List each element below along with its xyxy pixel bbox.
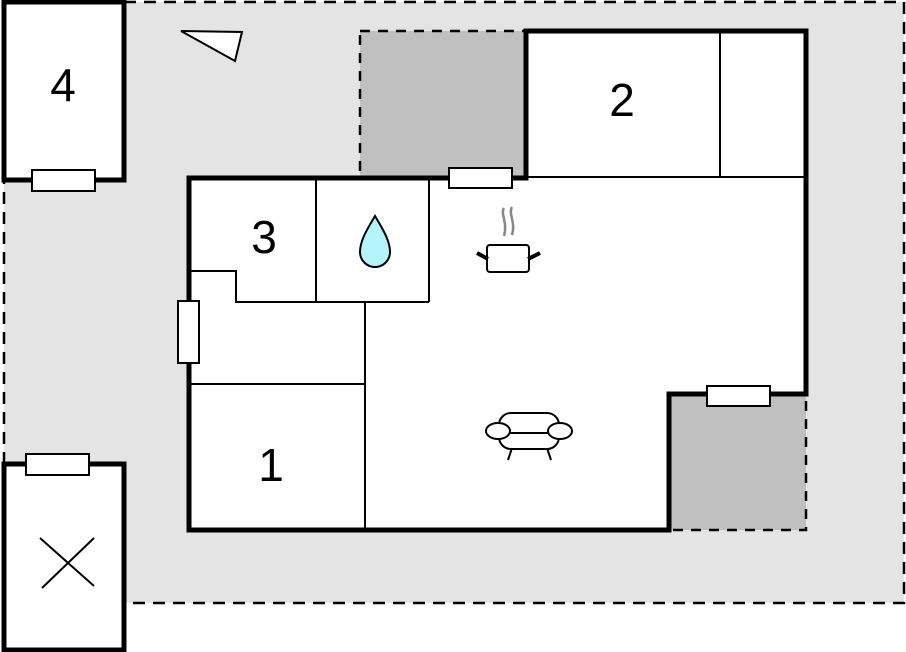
window-annex-storage xyxy=(25,453,90,476)
water-drop-icon xyxy=(358,214,392,268)
window-living xyxy=(706,385,771,407)
house-exterior-walls xyxy=(186,28,809,533)
room-label-2: 2 xyxy=(609,74,635,126)
cross-icon xyxy=(39,537,95,589)
cooking-pot-icon xyxy=(476,206,541,273)
annex-room-4 xyxy=(1,0,127,183)
interior-walls xyxy=(189,31,806,530)
window-annex-4 xyxy=(31,169,96,192)
house-interior xyxy=(189,31,806,530)
window-hall xyxy=(177,300,200,364)
covered-terrace-top xyxy=(358,29,528,180)
room-label-1: 1 xyxy=(258,439,284,491)
window-kitchen xyxy=(448,167,513,189)
annex-storage xyxy=(1,461,127,652)
compass-triangle-icon xyxy=(180,30,244,63)
room-label-3: 3 xyxy=(251,211,277,263)
windows xyxy=(25,167,771,476)
room-label-4: 4 xyxy=(50,59,76,111)
covered-terrace-bottom xyxy=(667,392,808,532)
sofa-icon xyxy=(485,412,573,461)
